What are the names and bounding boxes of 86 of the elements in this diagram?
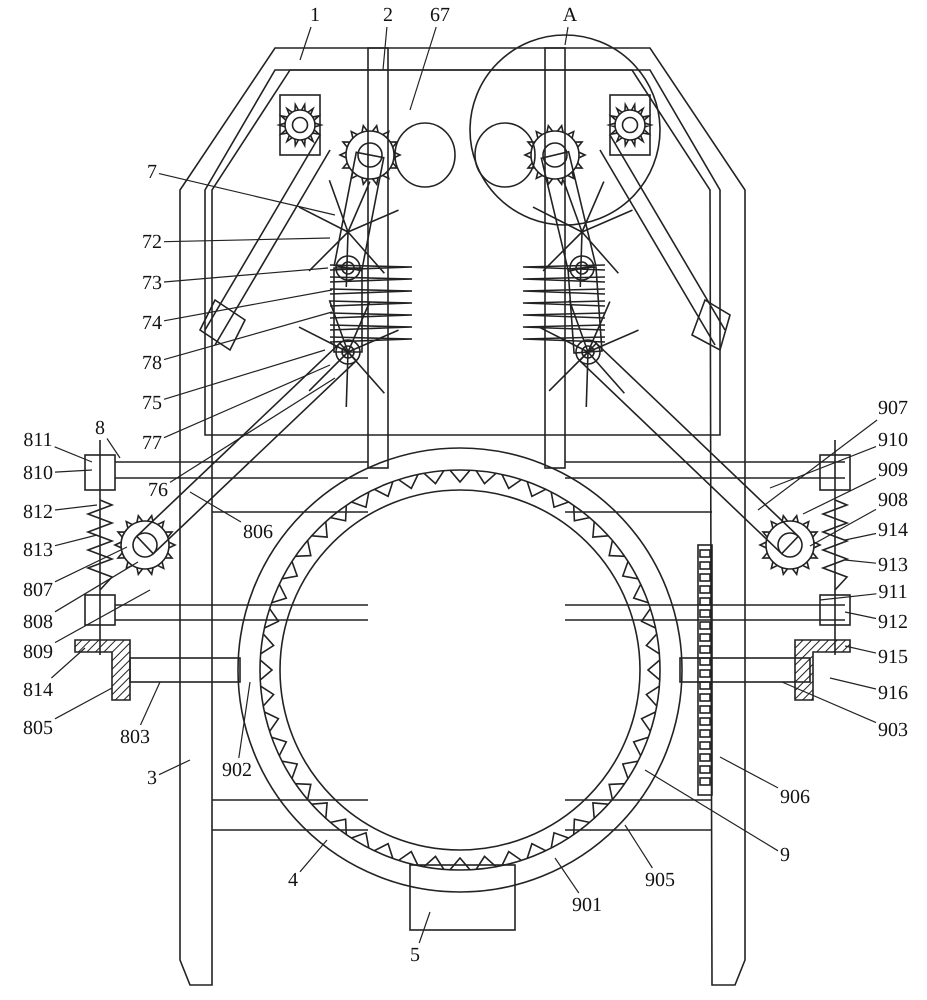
leader-line bbox=[54, 534, 98, 546]
leader-line bbox=[54, 561, 138, 612]
callout-number: 907 bbox=[878, 397, 908, 419]
leader-line bbox=[564, 26, 569, 46]
callout-number: 910 bbox=[878, 429, 908, 451]
leader-line bbox=[844, 559, 876, 564]
callout-number: 1 bbox=[310, 4, 320, 26]
callout-number: 814 bbox=[23, 679, 53, 701]
callout-number: 77 bbox=[142, 432, 162, 454]
callout-number: 75 bbox=[142, 392, 162, 414]
leader-line bbox=[164, 364, 330, 438]
leader-line bbox=[844, 645, 876, 654]
callout-number: 914 bbox=[878, 519, 908, 541]
callout-number: 807 bbox=[23, 579, 53, 601]
callout-number: 5 bbox=[410, 944, 420, 966]
callout-number: 916 bbox=[878, 682, 908, 704]
callout-number: 903 bbox=[878, 719, 908, 741]
callout-number: 906 bbox=[780, 786, 810, 808]
leader-line bbox=[382, 26, 388, 70]
callout-number: 901 bbox=[572, 894, 602, 916]
leader-line bbox=[190, 491, 242, 523]
leader-line bbox=[54, 446, 92, 463]
leader-line bbox=[644, 769, 778, 852]
leader-line bbox=[54, 687, 112, 720]
callout-number: 3 bbox=[147, 767, 157, 789]
callout-number: 805 bbox=[23, 717, 53, 739]
leader-line bbox=[758, 420, 878, 510]
leader-line bbox=[300, 840, 328, 872]
leader-line bbox=[164, 349, 326, 400]
callout-number: 905 bbox=[645, 869, 675, 891]
callout-number: 78 bbox=[142, 352, 162, 374]
callout-number: 809 bbox=[23, 641, 53, 663]
callout-number: 915 bbox=[878, 646, 908, 668]
callout-number: 810 bbox=[23, 462, 53, 484]
leader-line bbox=[140, 682, 161, 726]
leader-line bbox=[158, 173, 336, 216]
leader-line bbox=[106, 438, 120, 458]
leader-line bbox=[409, 26, 437, 110]
leader-line bbox=[830, 677, 876, 690]
callout-number: 2 bbox=[383, 4, 393, 26]
callout-number: 7 bbox=[147, 161, 157, 183]
leader-line bbox=[720, 756, 778, 788]
leader-line bbox=[170, 378, 336, 483]
callout-number: 811 bbox=[23, 429, 53, 451]
callout-number: 803 bbox=[120, 726, 150, 748]
callout-number: 908 bbox=[878, 489, 908, 511]
leader-line bbox=[158, 759, 190, 776]
callout-number: 902 bbox=[222, 759, 252, 781]
leader-line bbox=[164, 289, 332, 322]
callout-number: 806 bbox=[243, 521, 273, 543]
leader-line bbox=[54, 546, 128, 582]
callout-number: 67 bbox=[430, 4, 450, 26]
leader-line bbox=[51, 648, 86, 678]
leader-line bbox=[844, 611, 876, 620]
leader-line bbox=[418, 912, 431, 944]
callout-number: 74 bbox=[142, 312, 162, 334]
leader-line bbox=[164, 311, 332, 360]
leader-line bbox=[770, 446, 876, 489]
leader-line bbox=[810, 508, 876, 547]
callout-number: 76 bbox=[148, 479, 168, 501]
callout-number: 909 bbox=[878, 459, 908, 481]
leader-line bbox=[54, 469, 92, 473]
callout-number: 912 bbox=[878, 611, 908, 633]
leader-line bbox=[802, 478, 876, 515]
leader-line bbox=[54, 589, 150, 644]
leader-line bbox=[54, 504, 98, 511]
callout-number: 73 bbox=[142, 272, 162, 294]
callout-number: 9 bbox=[780, 844, 790, 866]
callout-number: 913 bbox=[878, 554, 908, 576]
callout-number: 4 bbox=[288, 869, 298, 891]
leader-line bbox=[782, 681, 876, 724]
callout-number: 911 bbox=[878, 581, 908, 603]
leader-line bbox=[299, 26, 312, 60]
leader-line bbox=[164, 267, 328, 283]
callout-number: 8 bbox=[95, 417, 105, 439]
callout-number: 813 bbox=[23, 539, 53, 561]
callout-number: 808 bbox=[23, 611, 53, 633]
leader-line bbox=[164, 237, 330, 242]
callout-number: A bbox=[562, 4, 578, 26]
callout-number: 812 bbox=[23, 501, 53, 523]
leader-line bbox=[844, 532, 876, 541]
leader-line bbox=[624, 824, 653, 868]
callout-number: 72 bbox=[142, 231, 162, 253]
leader-line bbox=[820, 593, 876, 601]
leader-line bbox=[554, 858, 580, 894]
leader-line bbox=[238, 682, 251, 758]
